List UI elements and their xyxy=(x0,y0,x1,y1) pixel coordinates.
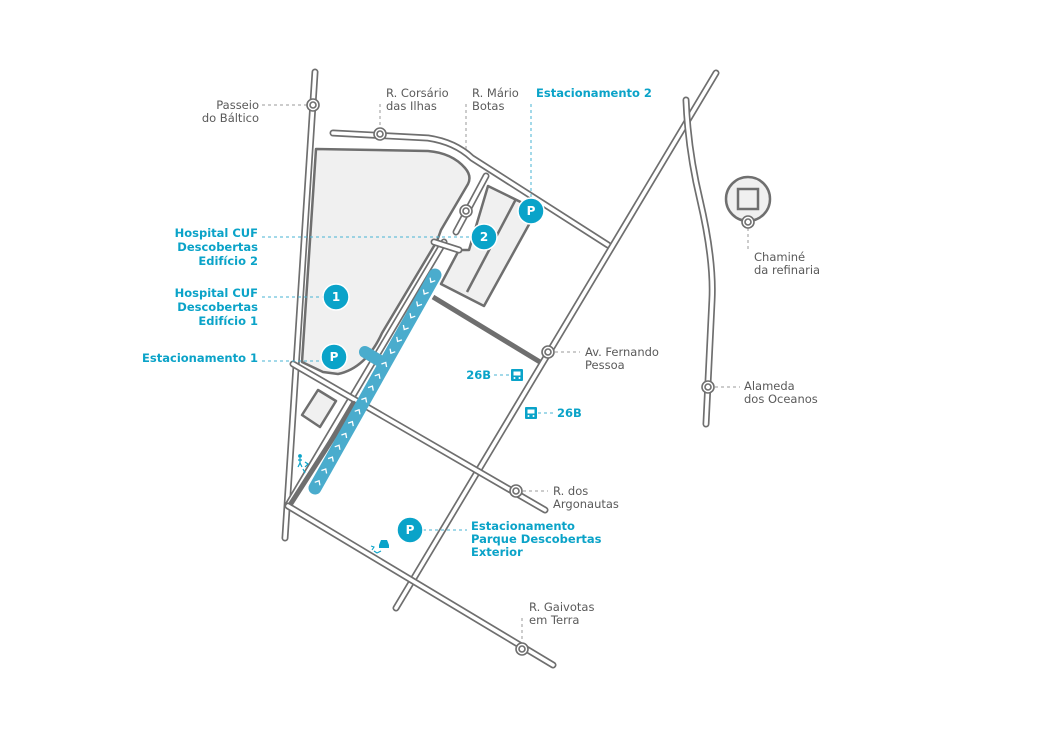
bus-icon[interactable] xyxy=(511,369,523,381)
label-estacionamento-2: Estacionamento 2 xyxy=(536,86,652,100)
chevron-icon xyxy=(354,408,361,415)
label-estacionamento-1: Estacionamento 1 xyxy=(142,351,258,365)
chevron-icon xyxy=(367,385,374,391)
chevron-icon xyxy=(314,479,321,486)
chevron-icon xyxy=(361,397,368,403)
road xyxy=(286,504,555,667)
svg-text:P: P xyxy=(527,204,536,218)
road xyxy=(283,70,317,540)
chevron-icon xyxy=(409,313,416,319)
street-marker-icon xyxy=(741,215,755,229)
chevron-icon xyxy=(422,289,429,295)
parking-pin-1[interactable]: P xyxy=(320,343,348,371)
svg-text:2: 2 xyxy=(480,230,488,244)
street-marker-icon xyxy=(541,345,555,359)
small-building xyxy=(300,388,338,429)
chevron-icon xyxy=(334,444,341,450)
svg-text:P: P xyxy=(406,523,415,537)
parking-pin-2[interactable]: P xyxy=(517,197,545,225)
chevron-icon xyxy=(381,361,388,368)
service-road-thick-2 xyxy=(287,400,359,507)
street-marker-icon xyxy=(509,484,523,498)
street-marker-icon xyxy=(459,204,473,218)
street-marker-icon xyxy=(701,380,715,394)
parking-pin-exterior[interactable]: P xyxy=(396,516,424,544)
road xyxy=(432,240,461,252)
street-markers xyxy=(306,98,755,656)
svg-text:P: P xyxy=(330,350,339,364)
chevron-icon xyxy=(429,277,436,284)
bus-icon[interactable] xyxy=(525,407,537,419)
walking-path[interactable] xyxy=(308,268,442,495)
car-icon xyxy=(370,540,389,554)
chevron-icon xyxy=(396,336,403,343)
chevron-icon xyxy=(327,456,334,462)
chevron-icon xyxy=(321,468,328,474)
road xyxy=(684,98,715,426)
building-1[interactable] xyxy=(300,147,471,376)
leader-lines xyxy=(262,104,749,642)
street-marker-icon xyxy=(373,127,387,141)
chevron-icon xyxy=(347,420,354,427)
building-1-pin[interactable]: 1 xyxy=(322,283,350,311)
service-road-thick xyxy=(431,294,542,365)
street-marker-icon xyxy=(515,642,529,656)
road xyxy=(331,131,610,247)
chevron-icon xyxy=(374,373,381,379)
chimney-icon[interactable] xyxy=(724,175,772,223)
bus-stop-label: 26B xyxy=(557,406,582,420)
chevron-icon xyxy=(416,301,423,307)
path-chevrons xyxy=(314,277,436,486)
road xyxy=(454,174,488,234)
chevron-icon xyxy=(341,432,348,439)
bus-stop-label: 26B xyxy=(466,368,491,382)
pedestrian-icon xyxy=(297,454,309,474)
chevron-icon xyxy=(389,348,396,355)
building-2-pin[interactable]: 2 xyxy=(470,223,498,251)
street-marker-icon xyxy=(306,98,320,112)
road xyxy=(286,240,446,507)
road xyxy=(291,362,547,512)
road xyxy=(394,71,718,610)
chevron-icon xyxy=(402,324,409,331)
roads xyxy=(281,68,720,669)
svg-text:1: 1 xyxy=(332,290,340,304)
